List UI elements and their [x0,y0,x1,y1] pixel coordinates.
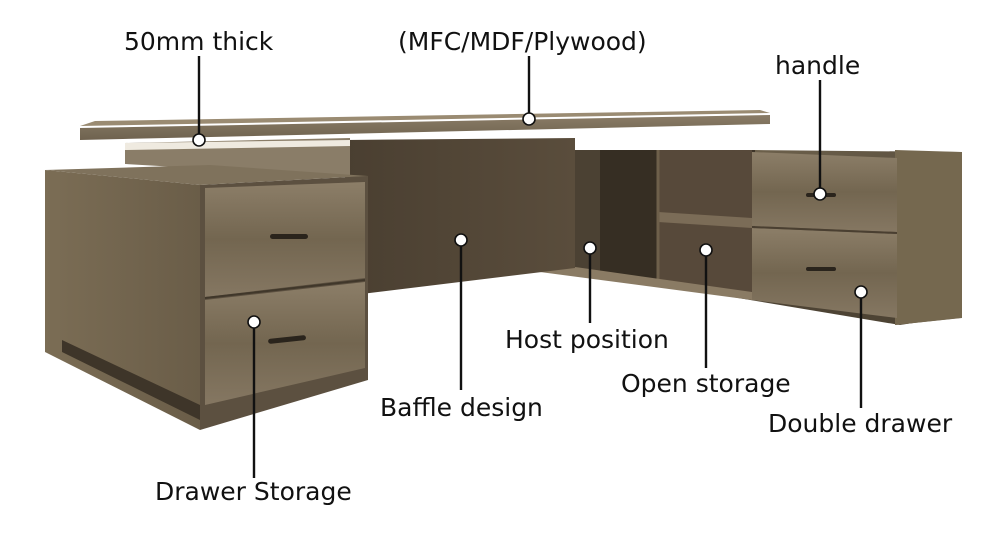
material-label: (MFC/MDF/Plywood) [398,27,647,56]
handle-icon [806,267,836,271]
labels: 50mm thick (MFC/MDF/Plywood) handle Host… [124,27,953,506]
thickness-marker [192,133,206,147]
drawer-storage-marker [247,315,261,329]
host-position-label: Host position [505,325,669,354]
callouts [192,56,868,478]
lower-right-drawer [752,228,897,318]
baffle-panel [345,138,575,296]
thickness-label: 50mm thick [124,27,274,56]
material-marker [522,112,536,126]
handle-icon [268,335,306,344]
handle-label: handle [775,51,860,80]
upper-left-drawer [205,182,365,297]
handle-icon [270,234,308,239]
baffle-design-label: Baffle design [380,393,543,422]
double-drawer-label: Double drawer [768,409,953,438]
lower-left-drawer [205,282,365,405]
open-storage-label: Open storage [621,369,791,398]
handle-marker [813,187,827,201]
double-drawer-marker [854,285,868,299]
return-cabinet [540,150,962,325]
baffle-marker [454,233,468,247]
tabletop [80,110,770,177]
left-pedestal [45,165,368,430]
host-marker [583,241,597,255]
drawer-storage-label: Drawer Storage [155,477,352,506]
open-storage-marker [699,243,713,257]
